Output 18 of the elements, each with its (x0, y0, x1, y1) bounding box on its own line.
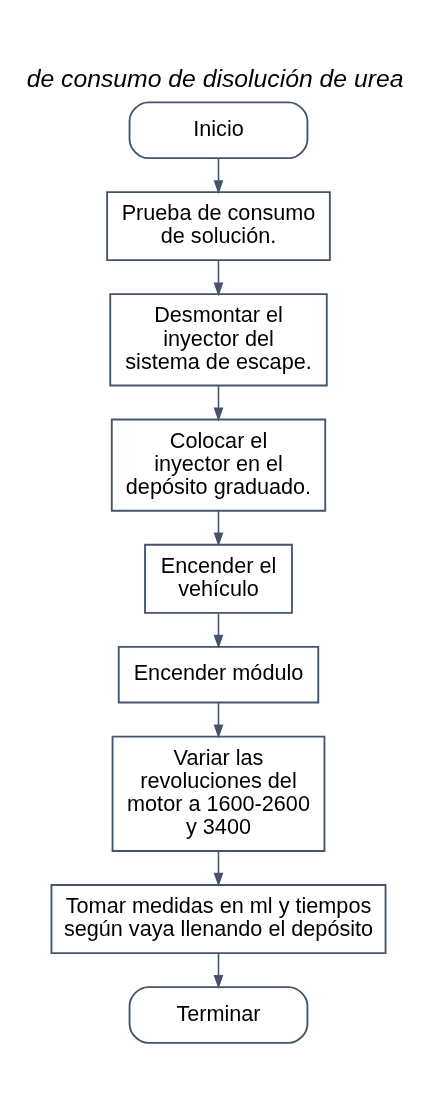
arrow (213, 509, 224, 546)
arrow (213, 612, 224, 649)
diagram-title: de consumo de disolución de urea (26, 64, 404, 92)
node-box: Variar las revoluciones del motor a 1600-2600 y 3400 (111, 735, 326, 852)
node-box: Terminar (128, 985, 309, 1044)
node-box: Inicio (128, 100, 309, 159)
arrow (213, 259, 224, 296)
arrow (213, 952, 224, 989)
arrow (213, 850, 224, 887)
arrow (213, 701, 224, 738)
node-box: Encender módulo (117, 645, 320, 703)
arrow (213, 384, 224, 421)
node-box: Prueba de consumo de solución. (106, 190, 331, 261)
node-box: Encender el vehículo (144, 543, 293, 614)
node-box: Tomar medidas en ml y tiempos según vaya llenando el depósito (50, 883, 387, 954)
node-box: Colocar el inyector en el depósito graduado. (110, 418, 327, 512)
arrow (213, 156, 224, 194)
node-box: Desmontar el inyector del sistema de escape. (109, 292, 328, 386)
